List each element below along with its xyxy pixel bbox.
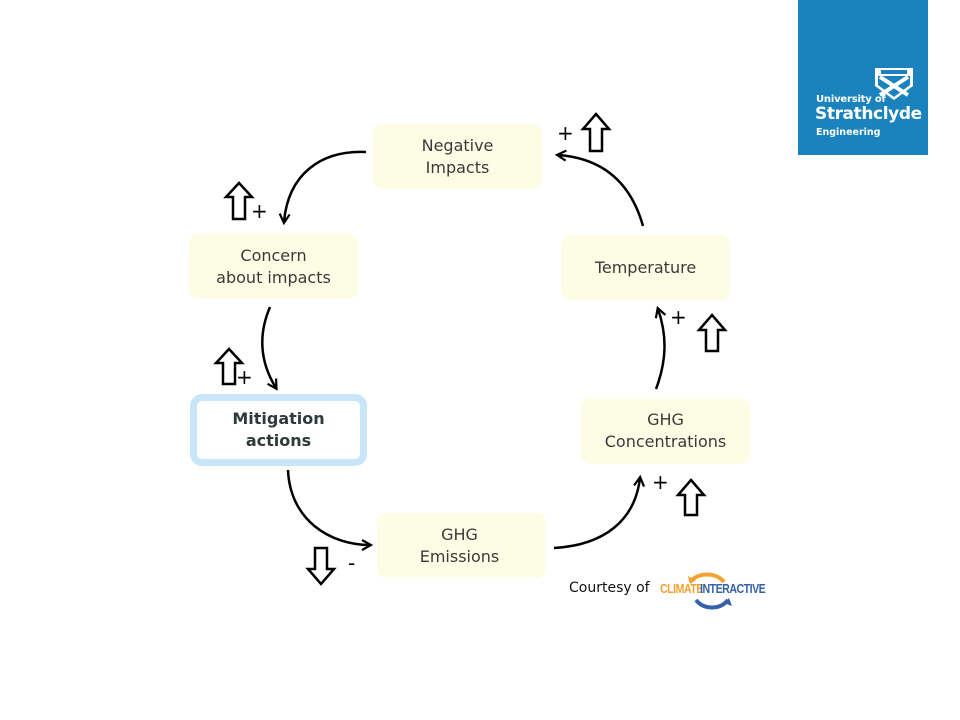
polarity-sign: + <box>251 199 268 223</box>
node-label: Temperature <box>594 257 697 277</box>
node-label: Emissions <box>419 546 500 566</box>
logo-line-1: University of <box>816 94 886 105</box>
link-mitigation-to-emissions <box>286 469 370 545</box>
polarity-sign: + <box>670 305 687 329</box>
cycle-arrows-icon <box>688 572 732 610</box>
up-arrow-icon <box>580 112 612 153</box>
polarity-sign: + <box>652 470 669 494</box>
link-emissions-to-concentrations <box>553 478 640 550</box>
logo-line-3: Engineering <box>816 127 881 138</box>
up-arrow-icon <box>675 478 707 517</box>
crest-icon <box>875 68 913 100</box>
node-label: Mitigation <box>232 409 325 428</box>
node-temperature: Temperature <box>561 235 730 300</box>
node-label: GHG <box>647 410 684 429</box>
down-arrow-icon <box>305 546 337 586</box>
link-temperature-to-impacts <box>558 155 645 227</box>
polarity-sign: + <box>557 121 574 145</box>
logo-line-2: Strathclyde <box>815 104 922 124</box>
node-ghg-concentrations: GHG Concentrations <box>581 398 750 464</box>
link-concern-to-mitigation <box>261 306 276 388</box>
university-logo: University of Strathclyde Engineering <box>798 0 928 155</box>
node-label: about impacts <box>216 267 331 287</box>
up-arrow-icon <box>696 313 728 353</box>
polarity-sign: - <box>348 551 356 575</box>
node-label: Negative <box>421 135 494 155</box>
up-arrow-icon <box>223 181 255 221</box>
node-mitigation-actions: Mitigation actions <box>190 394 367 466</box>
polarity-sign: + <box>236 365 253 389</box>
brand-climate: CLIMATE <box>660 582 703 596</box>
node-label: Concentrations <box>604 432 727 451</box>
climate-interactive-logo: CLIMATE INTERACTIVE <box>660 570 770 612</box>
brand-interactive: INTERACTIVE <box>700 582 766 596</box>
link-impacts-to-concern <box>284 150 367 222</box>
node-label: Impacts <box>425 157 490 177</box>
courtesy-text: Courtesy of <box>569 580 650 596</box>
node-label: GHG <box>441 524 478 544</box>
up-arrow-icon <box>213 347 245 386</box>
node-label: actions <box>245 431 312 450</box>
link-concentrations-to-temperature <box>656 309 665 390</box>
node-label: Concern <box>240 245 307 265</box>
